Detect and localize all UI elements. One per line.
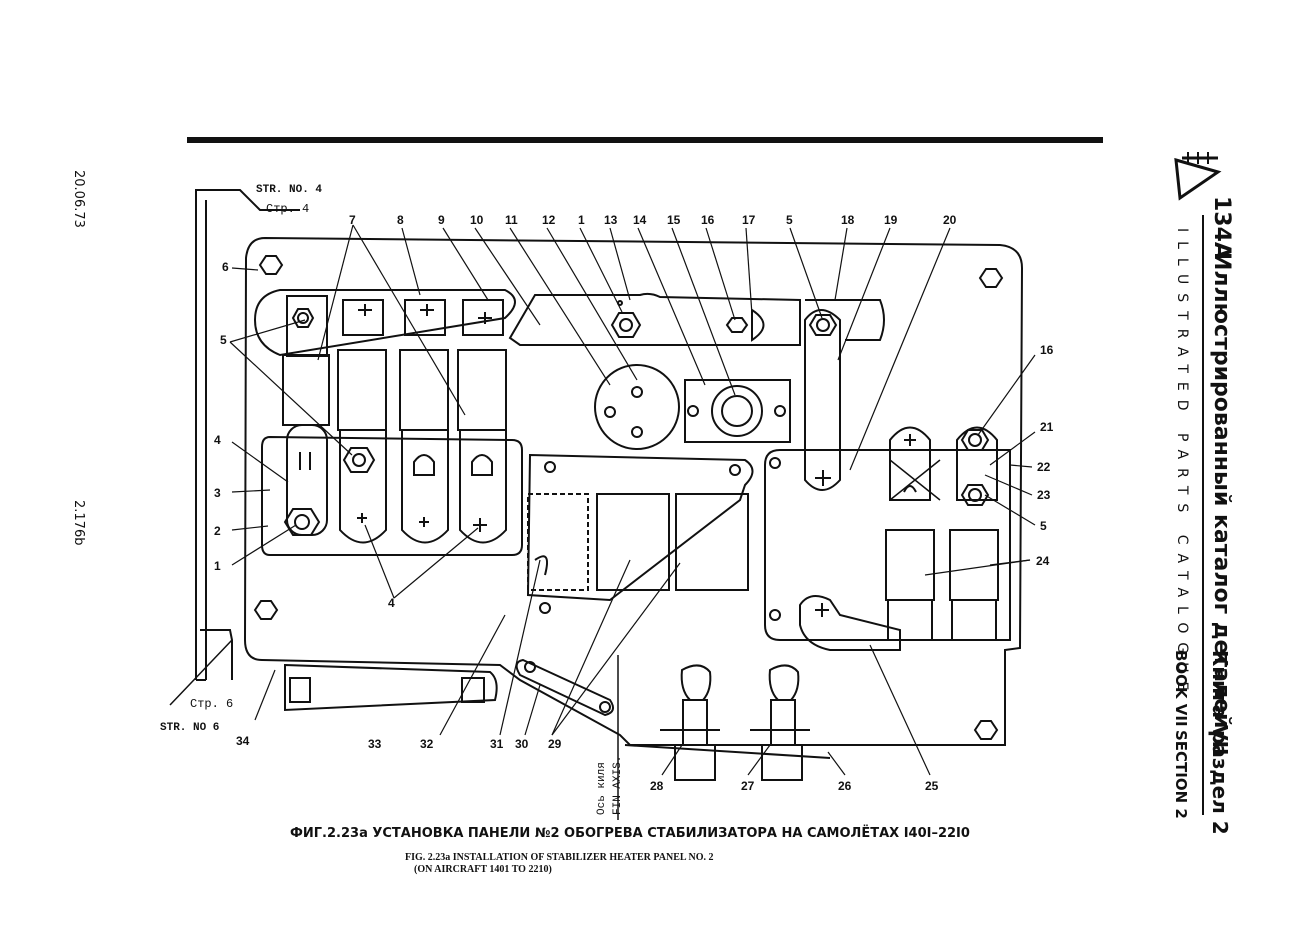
callout-34: 34 [236, 734, 250, 748]
callout-32: 32 [420, 737, 434, 751]
callout-24: 24 [1036, 554, 1050, 568]
callout-5b: 5 [220, 333, 227, 347]
terminal-stud-27 [750, 664, 810, 781]
callout-20: 20 [943, 213, 957, 227]
callout-27: 27 [741, 779, 755, 793]
leader-lines [229, 224, 1036, 776]
right-bracket [764, 449, 1011, 641]
right-fuse-1 [885, 426, 935, 641]
callout-1: 1 [578, 213, 585, 227]
str-4-ru-label: Стр. 4 [266, 202, 310, 216]
callout-21: 21 [1040, 420, 1054, 434]
callout-29: 29 [548, 737, 562, 751]
tupolev-logo-icon [1174, 152, 1222, 201]
figure-caption-en-2: (ON AIRCRAFT 1401 TO 2210) [414, 864, 552, 875]
fin-axis-ru-label: Ось киля [596, 762, 608, 815]
fuse-block-bottom-strip [261, 435, 523, 556]
callout-22: 22 [1037, 460, 1051, 474]
callout-30: 30 [515, 737, 529, 751]
fin-axis-en-label: FIN AXIS. [612, 755, 624, 815]
callout-15: 15 [667, 213, 681, 227]
upper-bracket [508, 292, 801, 346]
fuse-column-2 [337, 299, 387, 544]
callout-4b: 4 [388, 596, 395, 610]
callout-18: 18 [841, 213, 855, 227]
callout-8: 8 [397, 213, 404, 227]
figure-caption-ru: ФИГ.2.23а УСТАНОВКА ПАНЕЛИ №2 ОБОГРЕВА С… [290, 826, 970, 841]
callout-33: 33 [368, 737, 382, 751]
callout-5: 5 [786, 213, 793, 227]
main-panel-outline [243, 236, 1024, 746]
callout-25: 25 [925, 779, 939, 793]
callout-1b: 1 [214, 559, 221, 573]
callout-17: 17 [742, 213, 756, 227]
fuse-block-top-strip [253, 289, 516, 357]
terminal-stud-28 [624, 664, 831, 781]
fuse-column-4 [457, 299, 507, 544]
right-fuse-2 [949, 426, 999, 641]
callout-7: 7 [349, 213, 356, 227]
hex-nut-icon [610, 312, 642, 338]
leader-str6 [169, 639, 233, 706]
callout-26: 26 [838, 779, 852, 793]
callout-labels: 7 8 9 10 11 12 1 13 14 15 16 17 5 18 19 … [214, 213, 1054, 793]
callout-6: 6 [222, 260, 229, 274]
callout-13: 13 [604, 213, 618, 227]
link-bar [515, 658, 615, 717]
str-6-ru-label: Стр. 6 [190, 697, 234, 711]
callout-14: 14 [633, 213, 647, 227]
callout-4: 4 [214, 433, 221, 447]
callout-31: 31 [490, 737, 504, 751]
strap-bar [804, 309, 841, 491]
callout-11: 11 [505, 213, 518, 227]
callout-12: 12 [542, 213, 556, 227]
round-relay [594, 364, 680, 450]
fuse-column-3 [399, 299, 449, 544]
callout-3: 3 [214, 486, 221, 500]
str-no-4-label: STR. NO. 4 [256, 184, 323, 196]
fuse-column-1 [282, 295, 330, 536]
top-rule [187, 137, 1103, 143]
callout-16b: 16 [1040, 343, 1054, 357]
header-divider [1202, 215, 1204, 815]
figure-caption-en-1: FIG. 2.23a INSTALLATION OF STABILIZER HE… [405, 852, 714, 863]
callout-19: 19 [884, 213, 898, 227]
bottom-bar [284, 663, 498, 712]
callout-10: 10 [470, 213, 484, 227]
connector-socket [684, 379, 791, 443]
callout-5c: 5 [1040, 519, 1047, 533]
frame-stringer-4 [195, 189, 300, 211]
contactor-bracket [526, 453, 754, 602]
callout-28: 28 [650, 779, 664, 793]
callout-9: 9 [438, 213, 445, 227]
callout-23: 23 [1037, 488, 1051, 502]
elbow-busbar [799, 595, 901, 651]
str-no-6-label: STR. NO 6 [160, 722, 220, 734]
callout-16: 16 [701, 213, 715, 227]
callout-2: 2 [214, 524, 221, 538]
hex-bolt-icon [253, 255, 1004, 740]
